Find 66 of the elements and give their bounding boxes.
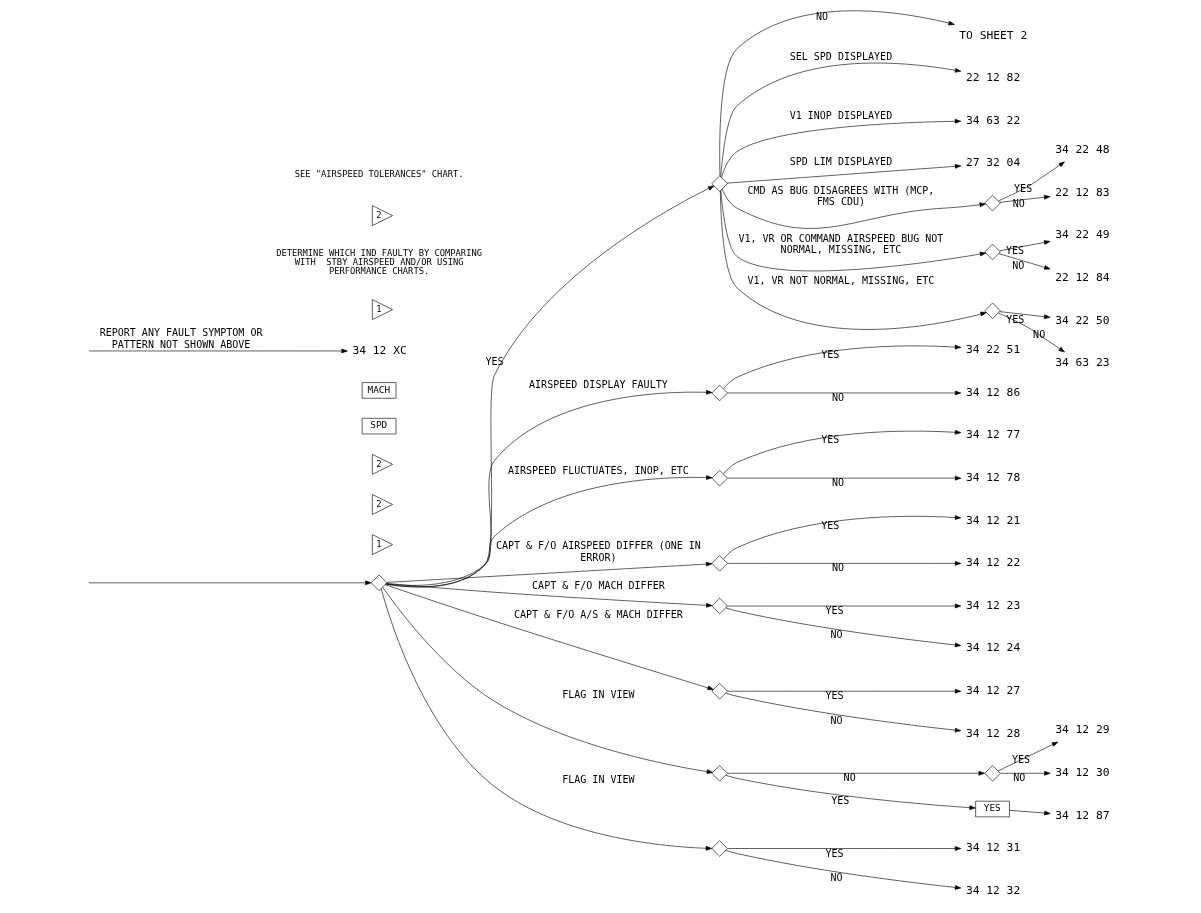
node-text: 34 12 24 <box>965 641 1020 655</box>
node-text: 34 12 86 <box>965 385 1020 399</box>
edge-label: YES <box>1013 182 1032 194</box>
edge-label: NO <box>843 772 856 784</box>
edge-label: NO <box>829 871 842 883</box>
node-text: 34 22 51 <box>965 343 1020 357</box>
edge-label: NO <box>1012 772 1025 784</box>
edge-label: REPORT ANY FAULT SYMPTOM OR PATTERN NOT SHOWN ABOVE <box>99 327 262 350</box>
edge-label: NO <box>831 391 844 403</box>
node-text: 34 12 29 <box>1054 723 1109 737</box>
node-text: 34 63 23 <box>1054 356 1109 370</box>
edge-label: NO <box>829 714 842 726</box>
edge-label: NO <box>831 562 844 574</box>
edge-label: YES <box>820 434 839 446</box>
edge-label: NO <box>829 629 842 641</box>
edge-label: CMD AS BUG DISAGREES WITH (MCP, FMS CDU) <box>746 184 934 207</box>
edge-label: NO <box>1032 329 1045 341</box>
edge-label: YES <box>485 356 504 368</box>
edge-label: NO <box>1011 260 1024 272</box>
node-text: 22 12 84 <box>1054 271 1109 285</box>
node-text: 34 22 48 <box>1054 143 1109 157</box>
edge-label: SEL SPD DISPLAYED <box>789 51 892 63</box>
node-text: 34 12 23 <box>965 598 1020 612</box>
edge-label: V1 INOP DISPLAYED <box>789 109 892 121</box>
edge-label: SPD LIM DISPLAYED <box>789 155 892 167</box>
edge-label: YES <box>1005 313 1024 325</box>
edge-label: FLAG IN VIEW <box>561 688 635 700</box>
node-text: 34 63 22 <box>965 113 1020 127</box>
node-text: 22 12 82 <box>965 71 1020 85</box>
node-text: 34 12 32 <box>965 883 1020 897</box>
node-text: 34 12 30 <box>1054 766 1109 780</box>
edge-label: CAPT & F/O A/S & MACH DIFFER <box>513 608 683 620</box>
edge-label: YES <box>820 519 839 531</box>
node-text: 34 12 31 <box>965 841 1020 855</box>
edge-label: YES <box>824 605 843 617</box>
edge-label: V1, VR NOT NORMAL, MISSING, ETC <box>746 275 934 287</box>
node-text: 34 12 28 <box>965 726 1020 740</box>
node-text: 34 12 87 <box>1054 808 1109 822</box>
node-text: 34 12 XC <box>351 343 407 357</box>
edge-label: NO <box>831 477 844 489</box>
edge-label: AIRSPEED FLUCTUATES, INOP, ETC <box>507 464 689 476</box>
edge-label: CAPT & F/O AIRSPEED DIFFER (ONE IN ERROR) <box>495 540 701 563</box>
node-label: DETERMINE WHICH IND FAULTY BY COMPARING WITH STBY AIRSPEED AND/OR USING PERFORMANCE CHARTS. <box>275 247 482 277</box>
edge-label: YES <box>824 690 843 702</box>
edge-label: YES <box>1011 754 1030 766</box>
edge-label: CAPT & F/O MACH DIFFER <box>531 579 665 591</box>
node-text: 34 12 21 <box>965 513 1020 527</box>
edge-label: FLAG IN VIEW <box>561 774 635 786</box>
edge-label: YES <box>820 349 839 361</box>
node-text: 27 32 04 <box>965 156 1020 170</box>
node-label: SEE "AIRSPEED TOLERANCES" CHART. <box>294 168 464 179</box>
edge-label: YES <box>824 847 843 859</box>
edge-label: V1, VR OR COMMAND AIRSPEED BUG NOT NORMAL, MISSING, ETC <box>737 232 943 256</box>
edge-label: YES <box>1005 245 1024 257</box>
node-text: 34 12 78 <box>965 470 1020 484</box>
node-text: 22 12 83 <box>1054 185 1109 199</box>
edge-label: NO <box>1012 198 1025 210</box>
node-text: 34 12 27 <box>965 683 1020 697</box>
node-text: TO SHEET 2 <box>958 28 1027 42</box>
node-text: 34 12 22 <box>965 556 1020 570</box>
node-text: 34 12 77 <box>965 428 1020 442</box>
node-text: 34 22 49 <box>1054 228 1109 242</box>
edge-label: AIRSPEED DISPLAY FAULTY <box>528 379 668 391</box>
edge-label: YES <box>830 795 849 807</box>
edge-label: NO <box>815 11 828 23</box>
node-text: 34 22 50 <box>1054 313 1109 327</box>
